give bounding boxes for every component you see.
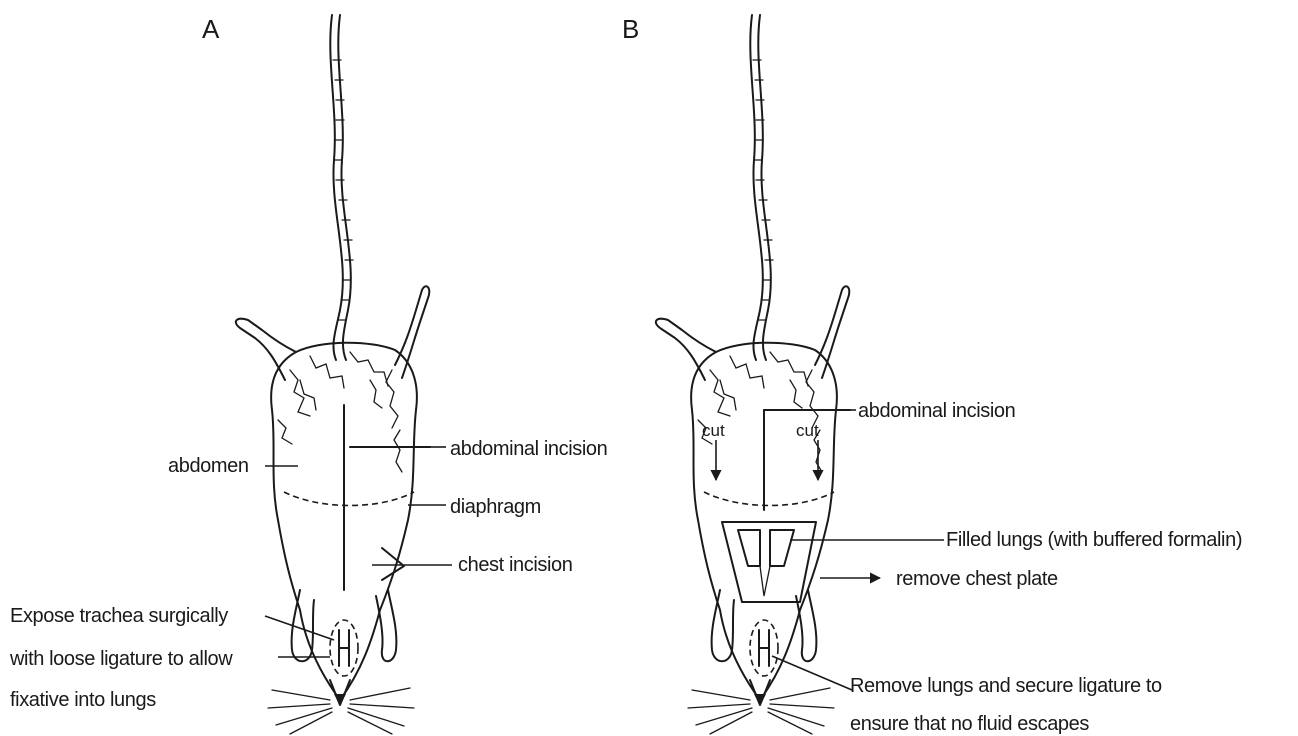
label-remove-lungs-line1: Remove lungs and secure ligature to (850, 675, 1162, 697)
label-filled-lungs: Filled lungs (with buffered formalin) (946, 529, 1242, 551)
label-remove-lungs-line2: ensure that no fluid escapes (850, 713, 1089, 735)
lung-bronchi (760, 566, 770, 596)
panel-b: B cut cut abdominal incision Filled lung… (622, 14, 1242, 735)
leader-remove-lungs (772, 656, 852, 690)
label-trachea-line1: Expose trachea surgically (10, 605, 228, 627)
label-remove-chest-plate: remove chest plate (896, 568, 1058, 590)
panel-a-letter: A (202, 14, 220, 44)
panel-b-letter: B (622, 14, 639, 44)
label-diaphragm: diaphragm (450, 496, 541, 518)
label-abdominal-incision-a: abdominal incision (450, 438, 607, 460)
panel-a: A abdomen abdominal incision diaphragm c… (9, 14, 607, 734)
label-trachea-line3: fixative into lungs (10, 689, 156, 711)
left-lung (738, 530, 760, 566)
right-lung (770, 530, 794, 566)
diaphragm-line-b (704, 492, 834, 506)
label-cut-right: cut (796, 421, 819, 440)
label-chest-incision: chest incision (458, 554, 572, 576)
mouse-drawing-b (656, 15, 849, 734)
label-abdomen: abdomen (168, 455, 249, 477)
mouse-drawing-a (236, 15, 429, 734)
label-abdominal-incision-b: abdominal incision (858, 400, 1015, 422)
diaphragm-line-a (284, 492, 414, 506)
leader-trachea (265, 616, 334, 640)
label-cut-left: cut (702, 421, 725, 440)
label-trachea-line2: with loose ligature to allow (9, 648, 233, 670)
